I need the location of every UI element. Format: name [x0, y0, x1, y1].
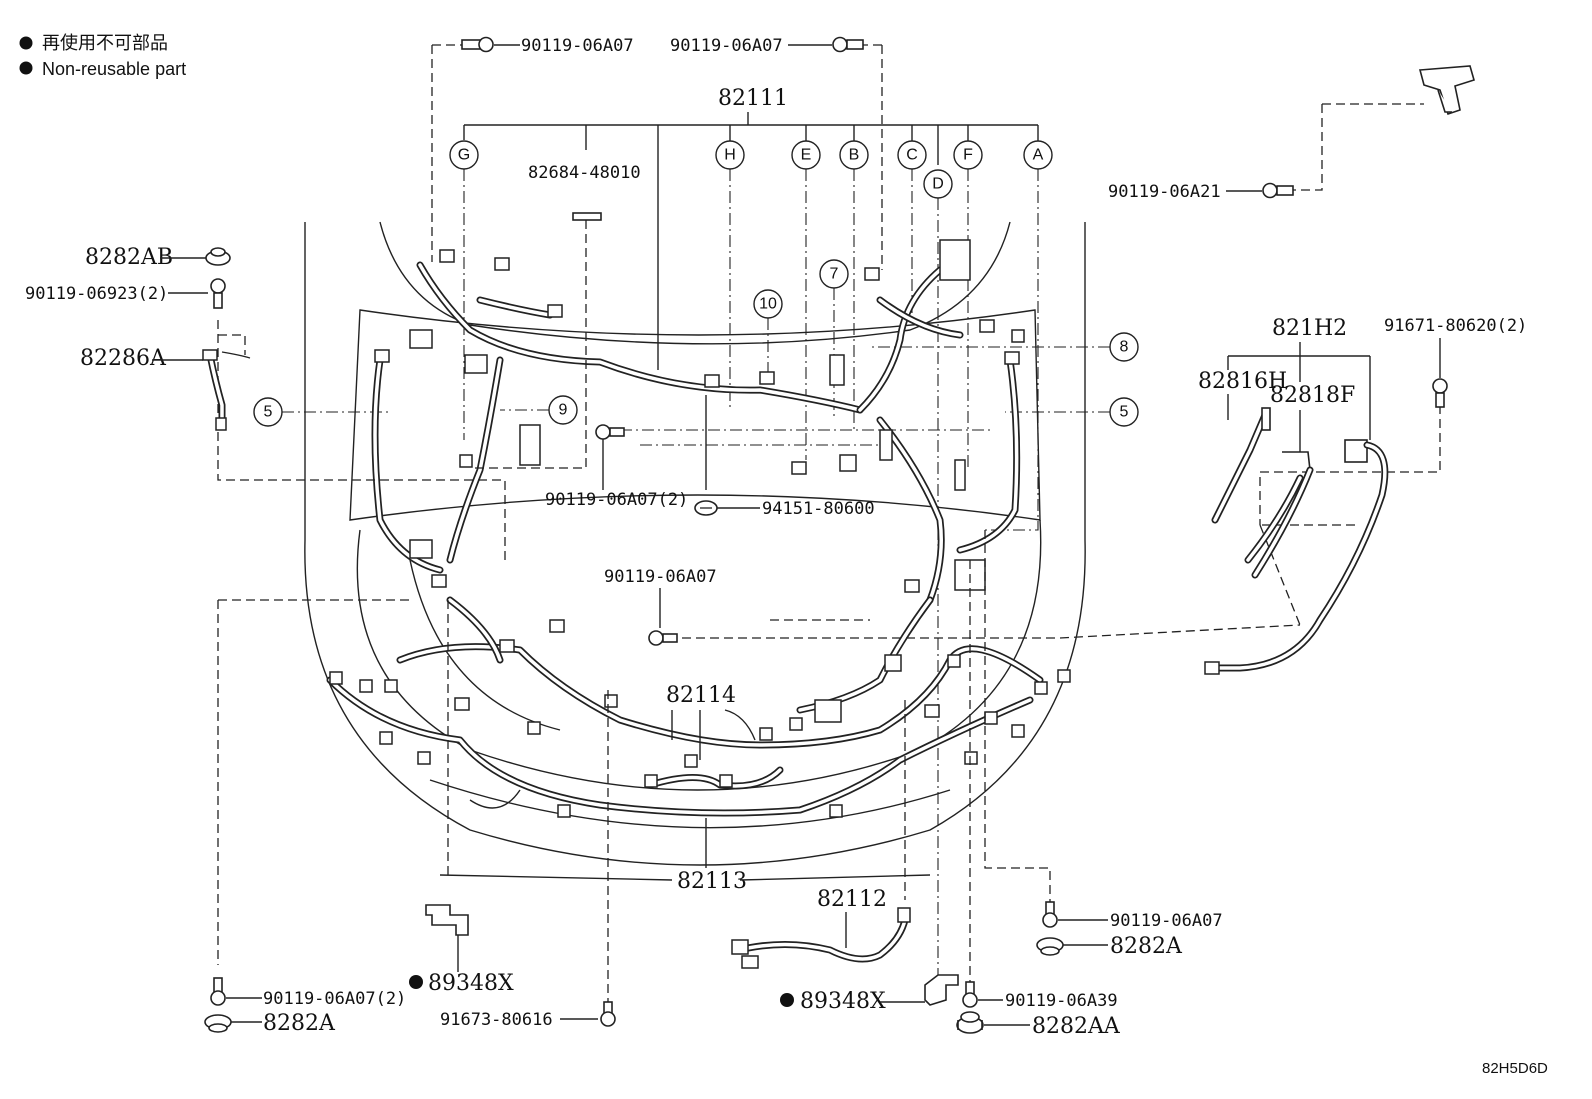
top-bolts: 90119-06A07 90119-06A07 90119-06A21: [461, 36, 1294, 202]
connectors: [329, 239, 1071, 818]
harness-82286A-icon: [202, 349, 251, 431]
bracket-89348X-left-label: 89348X: [428, 971, 514, 996]
grommet-icon: [956, 1011, 984, 1034]
top-right-clip-icon: [1418, 65, 1475, 116]
clip-94151-80600-label: 94151-80600: [762, 499, 875, 519]
callout-9: 9: [559, 402, 568, 419]
left-small-parts: 8282AB 90119-06923(2) 82286A: [25, 245, 251, 431]
bolt-90119-06A07-2-center-label: 90119-06A07(2): [545, 490, 688, 510]
part-82111-label: 82111: [718, 86, 788, 111]
callout-7: 7: [830, 266, 839, 283]
part-82684-48010: 82684-48010: [528, 163, 641, 221]
callout-5-right: 5: [1120, 404, 1129, 421]
bottom-left-parts: 90119-06A07(2) 8282A 89348X 91673-80616: [204, 904, 616, 1036]
legend-line-1: 再使用不可部品: [42, 33, 168, 53]
bolt-90119-06923-label: 90119-06923(2): [25, 284, 168, 304]
callout-8: 8: [1120, 339, 1129, 356]
callout-G: G: [458, 147, 470, 164]
part-82114-label: 82114: [666, 683, 736, 708]
bolt-icon: [595, 424, 625, 440]
grommet-icon: [1036, 937, 1064, 956]
bolt-icon: [210, 278, 226, 309]
non-reusable-marker-icon: [19, 61, 33, 75]
part-8282AB-label: 8282AB: [85, 245, 173, 270]
bracket-icon: [425, 904, 469, 936]
grommet-icon: [204, 1014, 232, 1033]
part-8282A-left-label: 8282A: [263, 1011, 336, 1036]
letter-callouts: G H E B C F A D 5 5 7 8 9 10: [253, 140, 1139, 427]
protector-82816H-icon: [1211, 407, 1271, 524]
callout-B: B: [849, 147, 860, 164]
callout-10: 10: [759, 296, 777, 313]
harness-82112-icon: [731, 907, 911, 969]
bolt-icon: [1042, 901, 1058, 928]
callout-E: E: [801, 147, 812, 164]
harness-82111-bracket: 82111: [463, 86, 1039, 370]
part-82816H-label: 82816H: [1198, 369, 1287, 394]
main-harness: [371, 261, 1021, 604]
part-82818F-label: 82818F: [1270, 383, 1355, 408]
front-harness-labels: 82114 82113: [439, 683, 931, 894]
bracket-icon: [924, 974, 959, 1006]
bolt-icon: [832, 36, 864, 53]
bolt-90119-06A21-label: 90119-06A21: [1108, 182, 1221, 202]
part-8282AA-label: 8282AA: [1032, 1014, 1121, 1039]
bracket-89348X-right-label: 89348X: [800, 989, 886, 1014]
bolt-90119-06A07-top-right-label: 90119-06A07: [670, 36, 783, 56]
callout-A: A: [1033, 147, 1044, 164]
non-reusable-marker-icon: [409, 975, 423, 989]
callout-H: H: [724, 147, 736, 164]
part-8282A-right-label: 8282A: [1110, 934, 1183, 959]
callout-leaders: [282, 169, 1110, 980]
non-reusable-marker-icon: [780, 993, 794, 1007]
center-bolts: 90119-06A07(2) 94151-80600 90119-06A07: [545, 395, 875, 646]
bolt-91673-80616-label: 91673-80616: [440, 1010, 553, 1030]
bolt-90119-06A07-right-label: 90119-06A07: [1110, 911, 1223, 931]
dashed-routes: [217, 44, 1441, 1005]
bolt-icon: [962, 981, 978, 1008]
bolt-icon: [600, 1001, 616, 1027]
harness-821H2-icon: [1204, 439, 1389, 675]
bolt-icon: [648, 630, 678, 646]
bolt-90119-06A07-top-left-label: 90119-06A07: [521, 36, 634, 56]
part-82684-48010-label: 82684-48010: [528, 163, 641, 183]
callout-D: D: [932, 176, 944, 193]
callout-F: F: [963, 147, 973, 164]
legend: 再使用不可部品 Non-reusable part: [19, 33, 186, 79]
bolt-90119-06A07-center-label: 90119-06A07: [604, 567, 717, 587]
bolt-icon: [1432, 378, 1448, 408]
bolt-icon: [1262, 182, 1294, 199]
legend-line-2: Non-reusable part: [42, 59, 186, 79]
grommet-icon: [205, 247, 231, 266]
protector-82818F-icon: [1244, 451, 1314, 579]
callout-C: C: [906, 147, 918, 164]
harness-821H2-group: 821H2 82816H 82818F 91671-80620(2): [1198, 316, 1527, 675]
part-82113-label: 82113: [677, 869, 747, 894]
bolt-91671-80620-label: 91671-80620(2): [1384, 316, 1527, 336]
diagram-code: 82H5D6D: [1482, 1060, 1548, 1077]
non-reusable-marker-icon: [19, 36, 33, 50]
part-82286A-label: 82286A: [80, 346, 167, 371]
clip-icon: [694, 500, 718, 516]
part-82112-label: 82112: [817, 887, 887, 912]
bolt-90119-06A39-label: 90119-06A39: [1005, 991, 1118, 1011]
callout-5-left: 5: [264, 404, 273, 421]
bolt-icon: [210, 977, 226, 1006]
bolt-90119-06A07-2-bottom-label: 90119-06A07(2): [263, 989, 406, 1009]
bottom-right-parts: 82112 89348X 90119-06A39 8282AA: [731, 887, 1223, 1039]
part-821H2-label: 821H2: [1272, 316, 1347, 341]
bolt-icon: [461, 36, 494, 53]
